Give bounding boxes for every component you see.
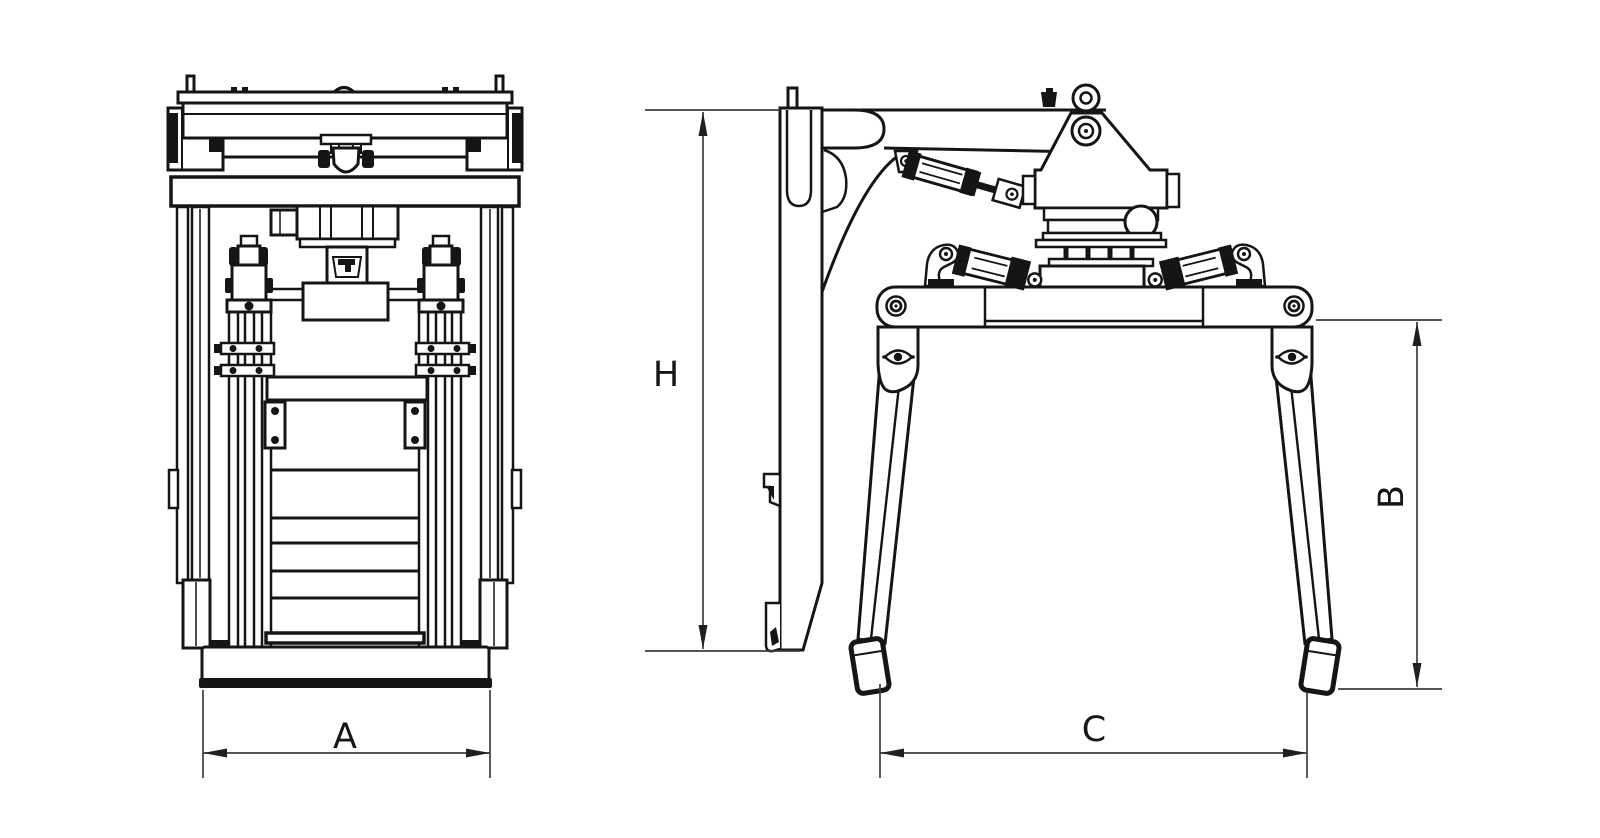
ladder-rungs (264, 468, 426, 645)
side-view (762, 83, 1340, 696)
grease-nipple (1041, 92, 1057, 107)
center-panel (265, 375, 429, 402)
top-beam (181, 101, 509, 140)
column-tab (167, 468, 180, 510)
wall-bracket (762, 86, 824, 653)
dimension-b-label: B (1372, 485, 1412, 509)
mast-rail (243, 309, 256, 650)
base-plate-sole (199, 678, 492, 688)
dimension-a: A (202, 690, 491, 778)
tie-bar-hump (330, 86, 358, 94)
clamp-assembly (225, 234, 273, 314)
front-view-right-half (403, 74, 524, 650)
dimension-c-label: C (1082, 710, 1106, 750)
dimension-h: H (645, 109, 800, 652)
wall-hook-upper (762, 472, 782, 508)
mast-rail (260, 309, 273, 650)
carriage-assembly (269, 204, 419, 322)
leg-foot (848, 636, 892, 696)
front-view-left-half (166, 74, 287, 650)
dimensions: A H B C (202, 109, 1442, 778)
rotator (1034, 204, 1168, 289)
center-hoist (318, 133, 374, 174)
pivot-head (1021, 83, 1181, 210)
dimension-h-label: H (653, 355, 679, 395)
leveling-cylinder (923, 243, 1043, 291)
main-plate (169, 175, 521, 208)
clamp-flange (214, 341, 276, 378)
spreader-leg (848, 325, 920, 696)
mast-rail (227, 309, 240, 650)
top-tie-bar (176, 90, 514, 105)
rotator-mount (1038, 264, 1146, 289)
wall-hook-lower (764, 601, 781, 653)
tilt-cylinder (893, 149, 1028, 210)
dimension-c: C (879, 684, 1308, 778)
outer-column (175, 205, 190, 585)
dimension-a-label: A (333, 717, 357, 757)
side-view-left-side (848, 243, 1043, 696)
front-view (166, 74, 524, 688)
spreader-beam (875, 285, 1314, 329)
bolted-plate (263, 400, 287, 450)
base-plate (200, 645, 491, 683)
dimension-b: B (1316, 319, 1442, 690)
